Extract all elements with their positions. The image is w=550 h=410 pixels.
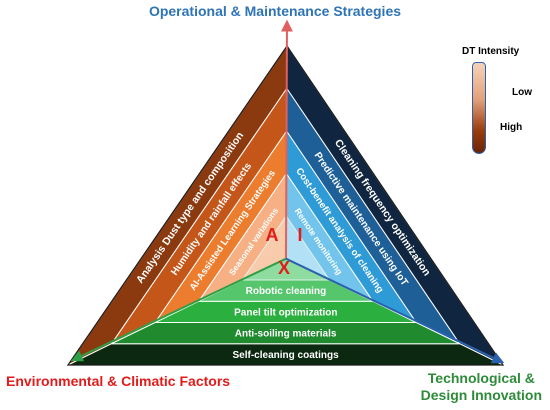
technological-innovation-label: Technological & Design Innovation <box>421 370 542 404</box>
legend-high-label: High <box>500 122 523 133</box>
center-letter-a: A <box>266 225 279 245</box>
pyramid-axes <box>70 19 505 364</box>
legend-title: DT Intensity <box>462 46 520 57</box>
pyramid-center <box>241 215 330 281</box>
axis-technological <box>285 257 505 364</box>
technological-innovation-line2: Design Innovation <box>420 387 542 403</box>
environmental-factors-label: Environmental & Climatic Factors <box>6 373 231 389</box>
dt-intensity-legend: DT Intensity Low High <box>462 46 546 156</box>
bottom-band-label-3: Panel tilt optimization <box>234 307 337 318</box>
center-triangle <box>241 215 330 281</box>
bottom-band-label-1: Self-cleaning coatings <box>233 350 340 361</box>
center-letter-i: I <box>297 225 302 245</box>
legend-low-label: Low <box>512 87 532 98</box>
axis-environmental <box>70 257 287 362</box>
legend-gradient-bar <box>472 62 486 154</box>
bottom-band-label-2: Anti-soiling materials <box>235 329 337 340</box>
pyramid-outline <box>66 44 505 366</box>
operational-strategies-label: Operational & Maintenance Strategies <box>148 3 402 19</box>
axis-operational <box>280 19 293 259</box>
bottom-band-label-4: Robotic cleaning <box>246 286 327 297</box>
pyramid-faces <box>66 44 505 367</box>
center-letter-x: X <box>278 258 290 278</box>
technological-innovation-line1: Technological & <box>427 370 535 386</box>
